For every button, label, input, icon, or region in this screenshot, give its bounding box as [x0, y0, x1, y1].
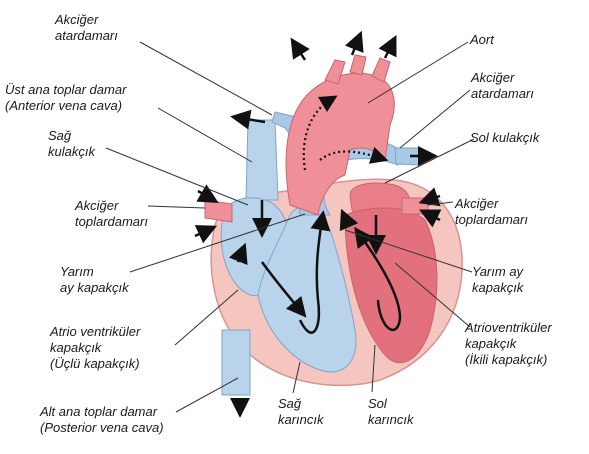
- superior-vena-cava: [245, 119, 279, 201]
- label-pulmonary-artery-right: Akciğer atardamarı: [471, 70, 534, 101]
- inferior-vena-cava: [221, 329, 251, 396]
- oxygen-flow-dotted: [302, 95, 389, 171]
- pulmonary-veins-right: [401, 197, 429, 215]
- label-semilunar-valve-left: Yarım ay kapakçık: [60, 264, 129, 295]
- aorta-branch-3: [371, 57, 391, 83]
- label-left-ventricle: Sol karıncık: [368, 396, 414, 427]
- aorta-branch-2: [349, 54, 367, 76]
- label-pulmonary-veins-right: Akciğer toplardamarı: [455, 196, 528, 227]
- exit-arrows: [194, 30, 442, 244]
- label-mitral-valve: Atrioventriküler kapakçık (İkili kapakçı…: [465, 320, 552, 367]
- label-aorta: Aort: [470, 32, 494, 47]
- right-ventricle: [257, 206, 357, 373]
- pulmonary-veins-left: [204, 199, 233, 223]
- label-tricuspid-valve: Atrio ventriküler kapakçık (Üçlü kapakçı…: [50, 324, 141, 371]
- label-right-atrium: Sağ kulakçık: [48, 128, 95, 159]
- label-pulmonary-artery-top: Akciğer atardamarı: [55, 12, 118, 43]
- label-semilunar-valve-right: Yarım ay kapakçık: [472, 264, 524, 295]
- label-pulmonary-veins-left: Akciğer toplardamarı: [75, 198, 148, 229]
- blood-flow-arrows: [229, 200, 402, 418]
- aorta: [285, 72, 395, 216]
- label-right-ventricle: Sağ karıncık: [278, 396, 324, 427]
- label-left-atrium: Sol kulakçık: [470, 130, 540, 145]
- label-inferior-vena-cava: Alt ana toplar damar (Posterior vena cav…: [40, 404, 164, 435]
- label-superior-vena-cava: Üst ana toplar damar (Anterior vena cava…: [5, 82, 127, 113]
- aorta-branch-1: [324, 59, 346, 85]
- leader-lines: [105, 41, 475, 413]
